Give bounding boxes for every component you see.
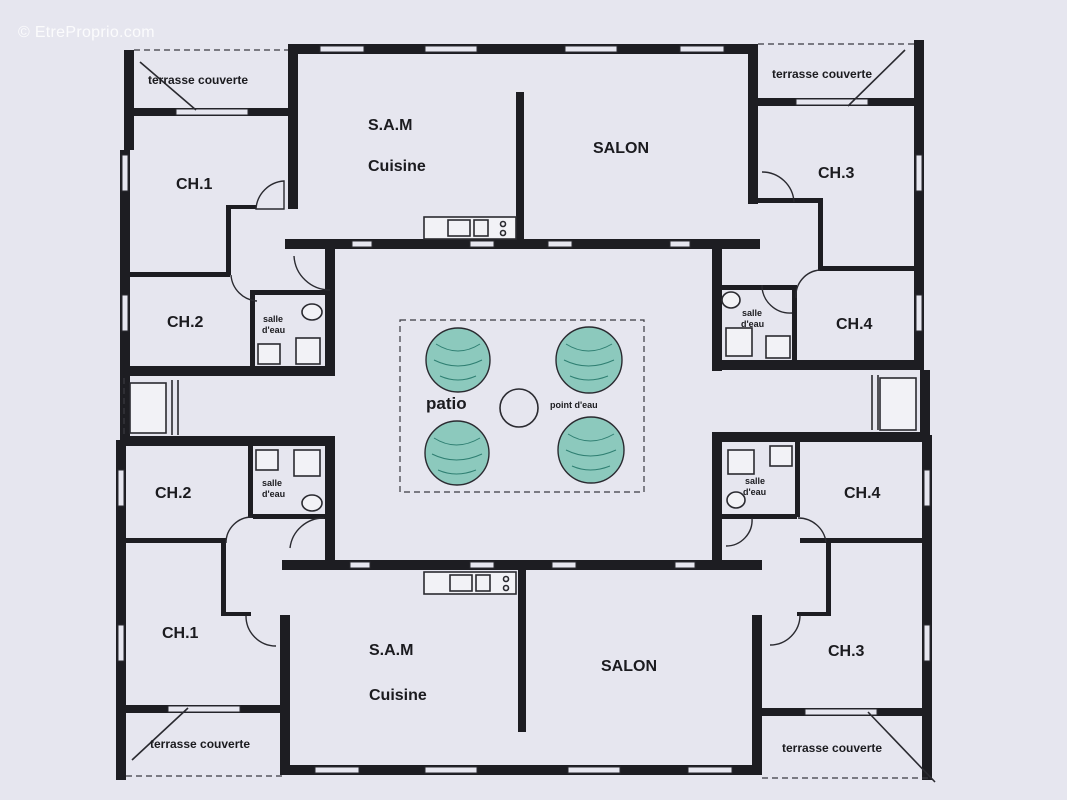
bedroom-4-label: CH.4 [844,485,881,502]
terrace-label: terrasse couverte [782,741,882,755]
door-swing-icon [795,269,821,299]
bathroom-label: salle [262,478,282,488]
door-swing-icon [245,615,277,647]
kitchen-sink-icon [423,216,517,240]
bathroom-label: d'eau [741,319,764,329]
door-swing-icon [225,516,253,544]
door-swing-icon [761,171,795,203]
shower-icon [769,445,793,467]
water-point-label: point d'eau [550,400,598,410]
door-swing-icon [289,517,325,549]
interior-walls-top [130,92,920,376]
bedroom-2-label: CH.2 [155,485,192,502]
kitchen-label: Cuisine [369,687,427,704]
bathroom-label: d'eau [262,325,285,335]
bathroom-label: d'eau [743,487,766,497]
shower-icon [293,449,321,477]
shower-icon [255,449,279,471]
bathroom-label: salle [745,476,765,486]
terrace-label: terrasse couverte [772,67,872,81]
kitchen-label: Cuisine [368,158,426,175]
kitchen-sink-icon [423,571,517,595]
bathroom-label: salle [263,314,283,324]
bathroom-label: salle [742,308,762,318]
shower-icon [295,337,321,365]
plant-icon [557,416,625,484]
salon-label: SALON [601,658,657,675]
door-swing-icon [761,284,793,314]
door-swing-icon [725,517,753,547]
terraces [124,43,936,783]
bedroom-3-label: CH.3 [818,165,855,182]
shower-icon [725,327,753,357]
door-swing-icon [797,517,827,543]
door-swings [225,171,827,647]
bedroom-3-label: CH.3 [828,643,865,660]
toilet-icon [301,494,323,512]
room-labels: terrasse couverte terrasse couverte terr… [148,67,882,755]
shower-icon [727,449,755,475]
door-swing-icon [293,255,331,291]
shower-icon [257,343,281,365]
bedroom-1-label: CH.1 [176,176,213,193]
interior-walls-bottom [120,432,930,732]
bedroom-2-label: CH.2 [167,314,204,331]
bedroom-1-label: CH.1 [162,625,199,642]
shower-icon [765,335,791,359]
patio-label: patio [426,394,467,413]
door-swing-icon [255,180,285,210]
terrace-label: terrasse couverte [150,737,250,751]
door-swing-icon [230,274,258,302]
corridors [120,370,930,445]
patio [399,319,645,493]
plant-icon [425,327,491,393]
door-swing-icon [769,614,801,646]
fountain [499,388,539,428]
salon-label: SALON [593,140,649,157]
toilet-icon [726,491,746,509]
sam-label: S.A.M [369,642,413,659]
plant-icon [555,326,623,394]
bathroom-label: d'eau [262,489,285,499]
plant-icon [424,420,490,486]
watermark: © EtreProprio.com [18,24,155,41]
toilet-icon [721,291,741,309]
bedroom-4-label: CH.4 [836,316,873,333]
outer-walls [116,40,932,780]
terrace-label: terrasse couverte [148,73,248,87]
sam-label: S.A.M [368,117,412,134]
toilet-icon [301,303,323,321]
fixtures [255,216,793,595]
